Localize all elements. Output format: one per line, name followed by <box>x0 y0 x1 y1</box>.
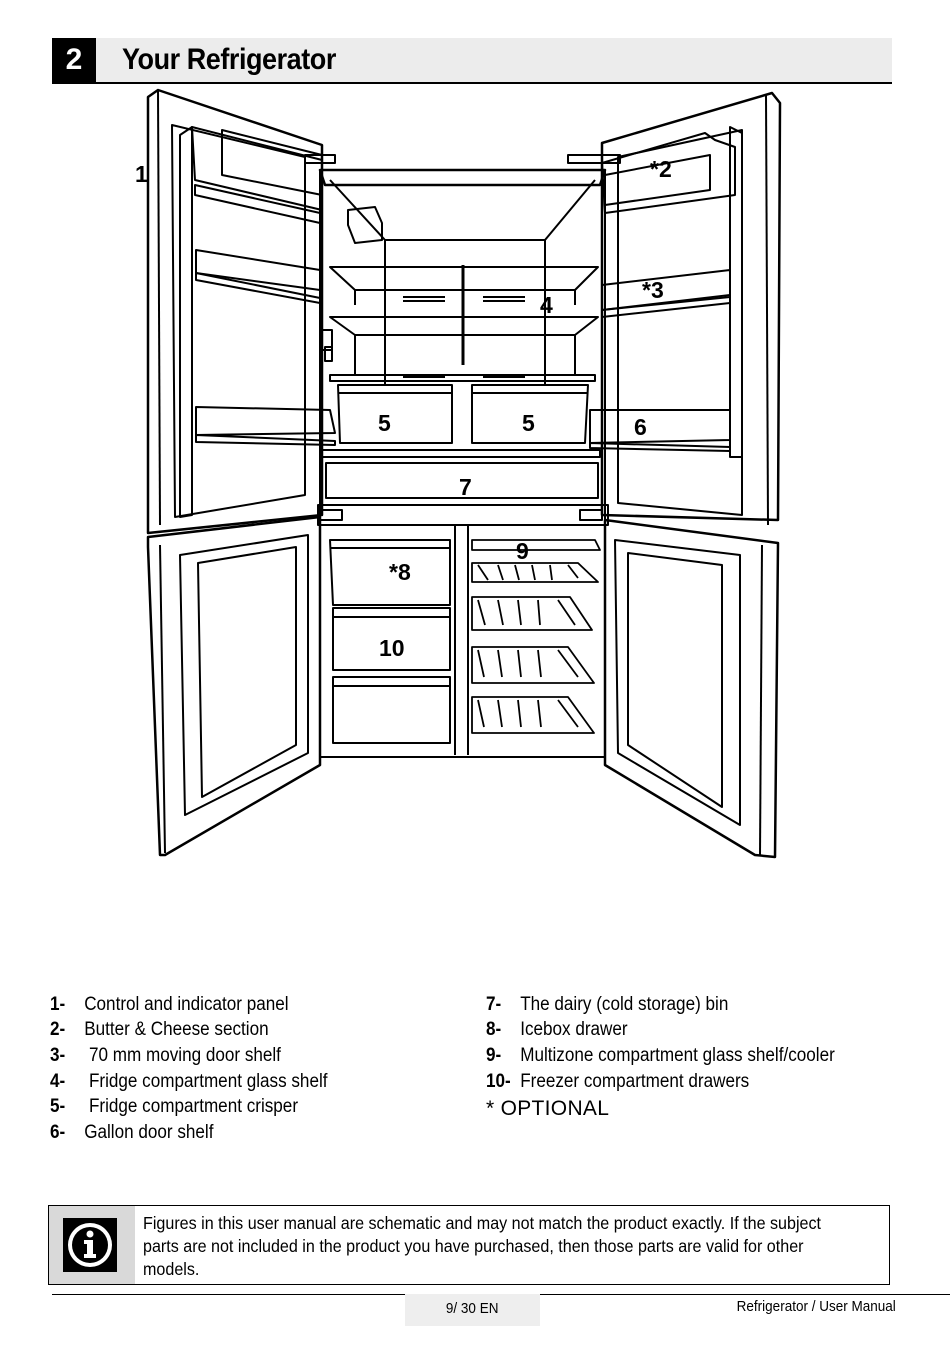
legend-number: 10- <box>486 1070 511 1092</box>
legend-right: 7- The dairy (cold storage) bin 8- Icebox … <box>486 992 916 1121</box>
legend-number: 3- <box>50 1044 66 1066</box>
legend-text: The dairy (cold storage) bin <box>520 993 729 1015</box>
legend-text: Multizone compartment glass shelf/cooler <box>520 1044 835 1066</box>
legend-text: Fridge compartment crisper <box>84 1096 299 1118</box>
legend-text: 70 mm moving door shelf <box>84 1044 281 1066</box>
legend-number: 9- <box>486 1044 502 1066</box>
legend-left: 1- Control and indicator panel 2- Butter &… <box>50 992 470 1146</box>
document-name: Refrigerator / User Manual <box>736 1298 896 1315</box>
legend-number: 8- <box>486 1019 502 1041</box>
legend-item: 5- Fridge compartment crisper <box>50 1094 428 1120</box>
legend-number: 2- <box>50 1019 66 1041</box>
legend-item: 1- Control and indicator panel <box>50 992 428 1018</box>
info-box: Figures in this user manual are schemati… <box>48 1205 890 1285</box>
page-number-box: 9/ 30 EN <box>405 1294 540 1326</box>
callout-10: 10 <box>379 635 405 661</box>
callout-6: 6 <box>634 414 647 440</box>
legend-item: 7- The dairy (cold storage) bin <box>486 992 873 1018</box>
legend-item: 8- Icebox drawer <box>486 1018 873 1044</box>
legend-text: Icebox drawer <box>520 1019 628 1041</box>
legend-number: 7- <box>486 993 502 1015</box>
info-icon-panel <box>49 1206 135 1284</box>
callout-9: 9 <box>516 538 529 564</box>
legend-text: Gallon door shelf <box>84 1121 214 1143</box>
section-title: Your Refrigerator <box>122 43 336 76</box>
info-icon <box>63 1218 117 1272</box>
legend-text: Fridge compartment glass shelf <box>84 1070 328 1092</box>
legend-item: 3- 70 mm moving door shelf <box>50 1043 428 1069</box>
legend-item: 4- Fridge compartment glass shelf <box>50 1069 428 1095</box>
callout-3: *3 <box>642 277 664 303</box>
legend-item: 9- Multizone compartment glass shelf/cool… <box>486 1043 873 1069</box>
section-number: 2 <box>52 38 96 82</box>
callout-5a: 5 <box>378 410 391 436</box>
page-number: 9/ 30 EN <box>446 1300 499 1317</box>
section-header: 2 Your Refrigerator <box>52 38 892 84</box>
callout-5b: 5 <box>522 410 535 436</box>
legend-number: 1- <box>50 993 66 1015</box>
legend-number: 4- <box>50 1070 66 1092</box>
callout-8: *8 <box>389 559 411 585</box>
legend-number: 6- <box>50 1121 66 1143</box>
legend-item: 2- Butter & Cheese section <box>50 1018 428 1044</box>
callout-1: 1 <box>135 161 148 187</box>
callout-4: 4 <box>540 292 553 318</box>
legend-item: 6- Gallon door shelf <box>50 1120 428 1146</box>
legend-number: 5- <box>50 1096 66 1118</box>
optional-note: * OPTIONAL <box>486 1097 610 1121</box>
info-text: Figures in this user manual are schemati… <box>143 1213 822 1279</box>
callout-2: *2 <box>650 156 672 182</box>
refrigerator-diagram: 1 *2 *3 4 5 5 6 7 *8 9 10 <box>0 85 950 885</box>
callout-7: 7 <box>459 474 472 500</box>
legend-item: 10- Freezer compartment drawers <box>486 1069 873 1095</box>
legend-text: Butter & Cheese section <box>84 1019 269 1041</box>
legend-text: Control and indicator panel <box>84 993 289 1015</box>
legend-text: Freezer compartment drawers <box>520 1070 750 1092</box>
